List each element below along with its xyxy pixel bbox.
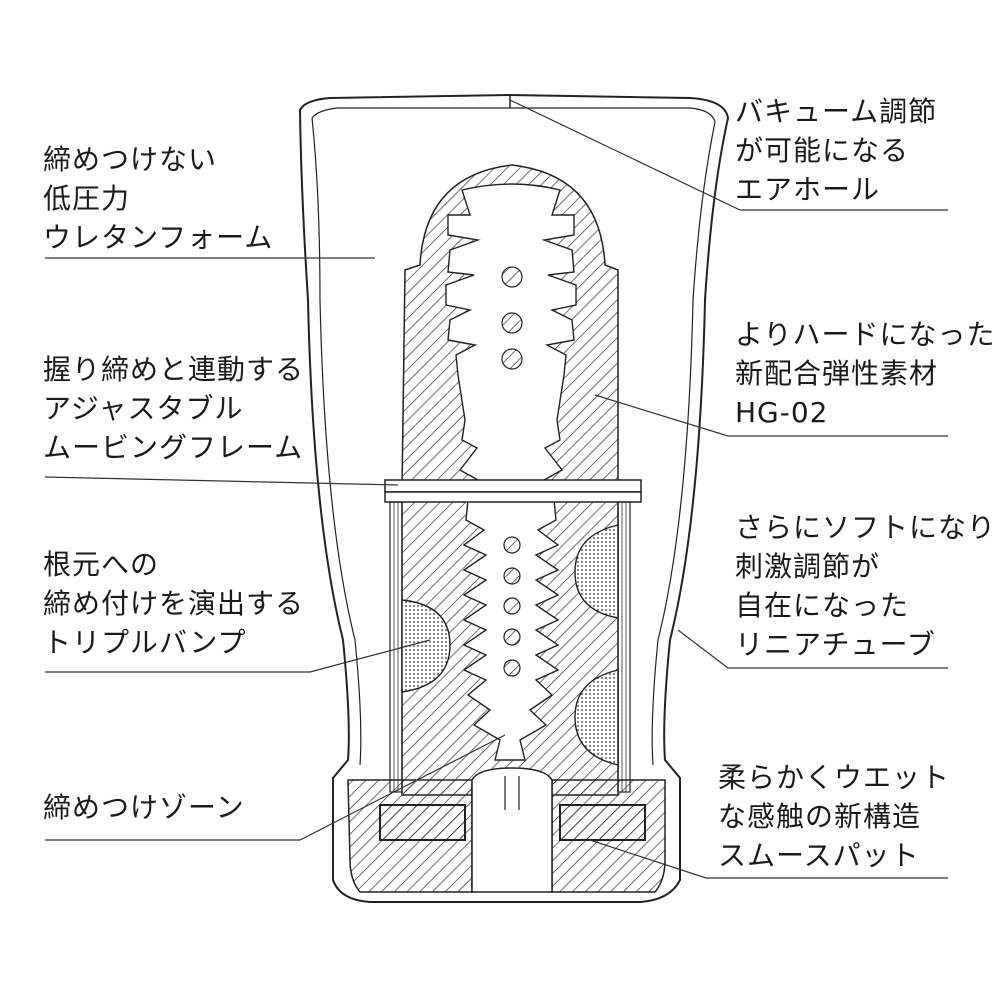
label-moving-frame: 握り締めと連動する アジャスタブル ムービングフレーム <box>43 353 305 464</box>
smooth-pad <box>379 804 466 841</box>
label-tight-zone: 締めつけゾーン <box>43 791 245 824</box>
inner-canal <box>445 183 577 761</box>
leader-air-hole <box>509 99 948 211</box>
outer-cup <box>298 93 730 903</box>
label-smooth-pad: 柔らかくウエット な感触の新構造 スムースパット <box>718 761 951 872</box>
leader-hg02 <box>594 394 948 437</box>
bump-left <box>401 599 451 693</box>
leader-zone <box>45 734 506 841</box>
leader-frame <box>44 476 399 486</box>
moving-frame-bar <box>384 479 642 493</box>
leader-bump <box>45 639 431 673</box>
leader-tube <box>677 629 948 669</box>
label-urethane-foam: 締めつけない 低圧力 ウレタンフォーム <box>43 143 274 254</box>
bump-right-bottom <box>574 669 619 766</box>
label-triple-bump: 根元への 締め付けを演出する トリプルバンプ <box>43 548 305 659</box>
label-linear-tube: さらにソフトになり 刺激調節が 自在になった リニアチューブ <box>735 511 997 661</box>
leader-pad <box>589 839 948 879</box>
label-hg02-material: よりハードになった 新配合弾性素材 HG-02 <box>735 318 996 429</box>
bump-right-top <box>574 524 619 619</box>
label-air-hole: バキューム調節 が可能になる エアホール <box>735 95 938 206</box>
